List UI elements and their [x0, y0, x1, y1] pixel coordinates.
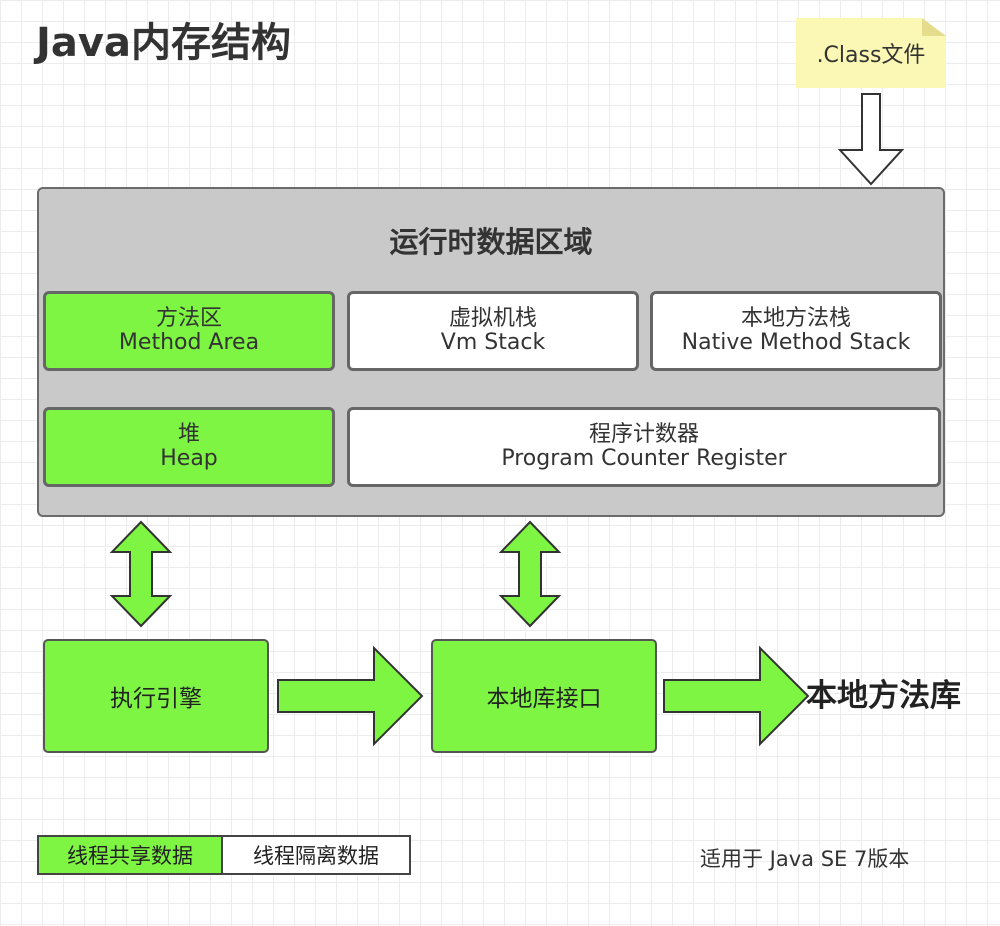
down-arrow: [837, 93, 905, 186]
pc-register-en: Program Counter Register: [501, 446, 787, 471]
native-library-label: 本地方法库: [806, 678, 961, 714]
right-arrow-interface: [663, 645, 810, 747]
vm-stack-en: Vm Stack: [440, 330, 546, 355]
diagram-title: Java内存结构: [36, 20, 291, 66]
vm-stack-zh: 虚拟机栈: [448, 306, 537, 331]
native-stack-box: 本地方法栈 Native Method Stack: [650, 291, 942, 371]
version-note: 适用于 Java SE 7版本: [700, 847, 910, 871]
pc-register-zh: 程序计数器: [588, 422, 699, 447]
legend: 线程共享数据 线程隔离数据: [37, 835, 411, 875]
legend-shared: 线程共享数据: [39, 837, 223, 873]
class-file-label: .Class文件: [816, 43, 926, 68]
double-arrow-middle: [498, 520, 562, 628]
native-interface-box: 本地库接口: [431, 639, 657, 753]
execution-engine-box: 执行引擎: [43, 639, 269, 753]
native-stack-en: Native Method Stack: [681, 330, 911, 355]
vm-stack-box: 虚拟机栈 Vm Stack: [347, 291, 639, 371]
heap-en: Heap: [160, 446, 218, 471]
heap-box: 堆 Heap: [43, 407, 335, 487]
double-arrow-left: [109, 520, 173, 628]
pc-register-box: 程序计数器 Program Counter Register: [347, 407, 941, 487]
heap-zh: 堆: [177, 422, 200, 447]
method-area-en: Method Area: [118, 330, 260, 355]
method-area-box: 方法区 Method Area: [43, 291, 335, 371]
legend-isolated: 线程隔离数据: [223, 837, 409, 873]
native-interface-label: 本地库接口: [486, 686, 602, 712]
runtime-data-area: 运行时数据区域 方法区 Method Area 虚拟机栈 Vm Stack 本地…: [37, 187, 945, 517]
class-file-note: .Class文件: [796, 18, 946, 88]
execution-engine-label: 执行引擎: [110, 686, 202, 712]
runtime-area-title: 运行时数据区域: [389, 225, 593, 259]
native-stack-zh: 本地方法栈: [740, 306, 851, 331]
right-arrow-engine: [277, 645, 424, 747]
method-area-zh: 方法区: [155, 306, 222, 331]
